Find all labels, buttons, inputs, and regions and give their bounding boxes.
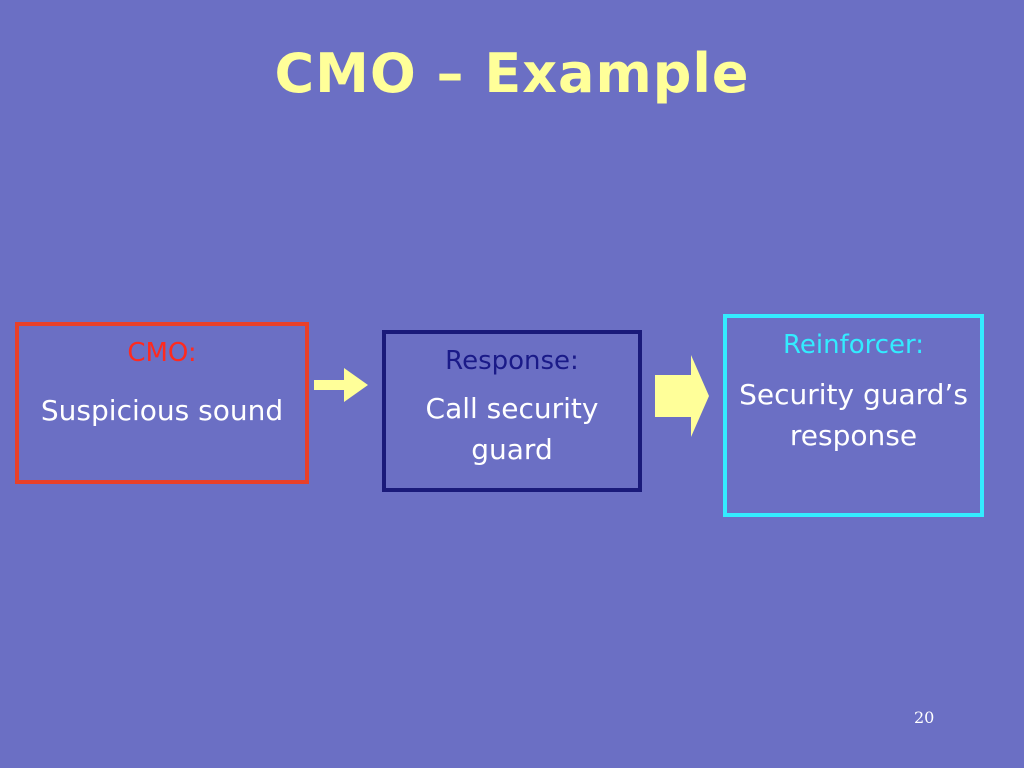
response-heading: Response: — [445, 346, 579, 376]
reinforcer-box: Reinforcer: Security guard’s response — [723, 314, 984, 517]
reinforcer-body: Security guard’s response — [739, 378, 968, 452]
block-arrow-right-icon — [655, 355, 709, 437]
reinforcer-heading: Reinforcer: — [782, 330, 925, 360]
cmo-heading: CMO: — [127, 338, 197, 368]
cmo-box: CMO: Suspicious sound — [15, 322, 309, 484]
slide-title: CMO – Example — [274, 42, 750, 105]
page-number: 20 — [914, 708, 935, 727]
cmo-body: Suspicious sound — [40, 394, 284, 427]
response-box: Response: Call security guard — [382, 330, 642, 492]
response-body: Call security guard — [425, 392, 599, 466]
arrow-right-icon — [314, 368, 368, 402]
